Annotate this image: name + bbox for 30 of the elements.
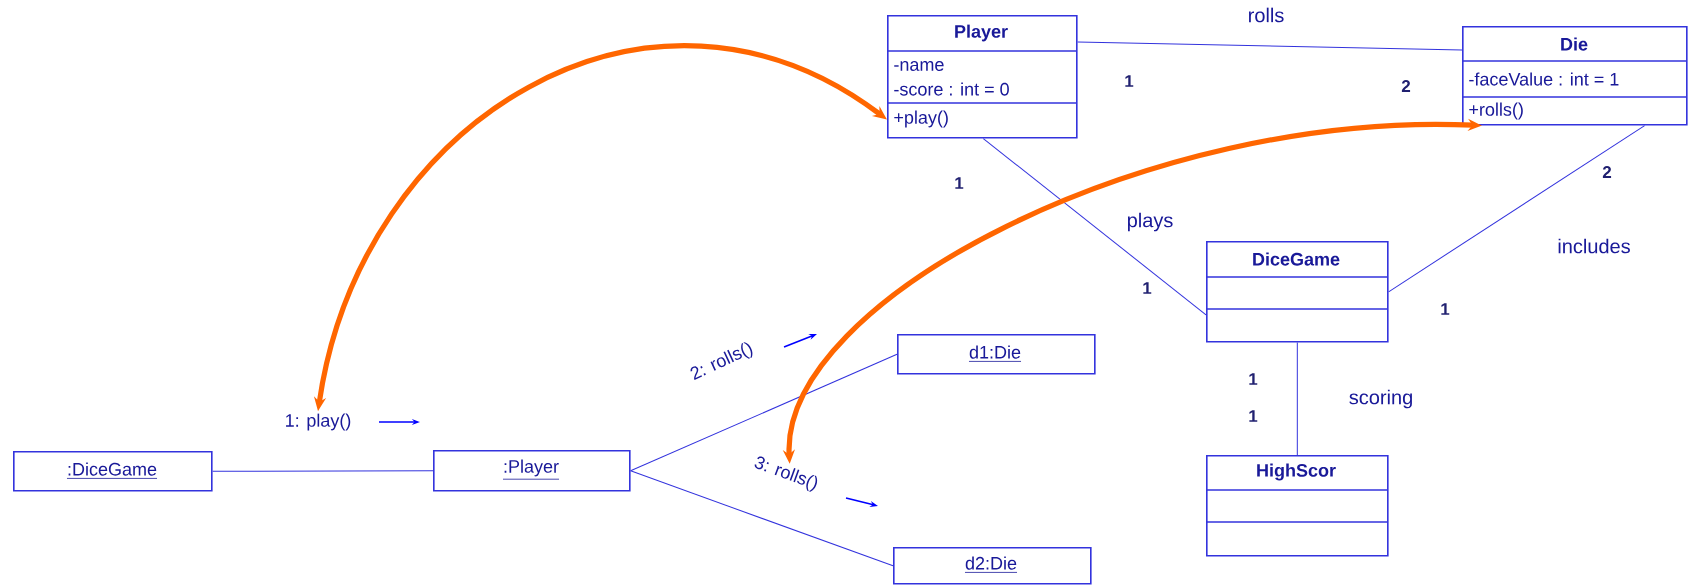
object-box: d2:Die xyxy=(893,547,1092,585)
multiplicity: 1 xyxy=(955,177,964,189)
association-line xyxy=(212,470,434,472)
multiplicity: 1 xyxy=(1143,282,1152,294)
multiplicity: 1 xyxy=(1249,410,1258,422)
message-label: 2: rolls() xyxy=(690,342,753,380)
message-label: 1: play() xyxy=(286,413,351,431)
class-box: DiceGame xyxy=(1205,241,1389,343)
edge-label: plays xyxy=(1127,212,1173,232)
association-line xyxy=(1077,41,1463,51)
multiplicity: 1 xyxy=(1441,303,1450,315)
association-line xyxy=(1388,125,1646,293)
object-box: :DiceGame xyxy=(13,451,213,492)
multiplicity: 1 xyxy=(1125,75,1134,87)
message-label: 3: rolls() xyxy=(754,456,818,492)
object-box: d1:Die xyxy=(897,334,1096,375)
association-line xyxy=(630,470,894,567)
multiplicity: 1 xyxy=(1249,373,1258,385)
object-box: :Player xyxy=(433,450,631,492)
edge-label: includes xyxy=(1558,238,1630,254)
edge-label: rolls xyxy=(1249,7,1284,23)
multiplicity: 2 xyxy=(1602,166,1612,178)
class-box: Player -name -score : int = 0 +play() xyxy=(886,15,1078,139)
multiplicity: 2 xyxy=(1401,80,1411,92)
association-line xyxy=(982,138,1207,316)
association-line xyxy=(630,353,898,472)
edge-label: scoring xyxy=(1349,389,1412,409)
association-line xyxy=(1296,342,1298,456)
class-box: Die -faceValue : int = 1 +rolls() xyxy=(1461,26,1688,126)
class-box: HighScor xyxy=(1205,455,1389,557)
